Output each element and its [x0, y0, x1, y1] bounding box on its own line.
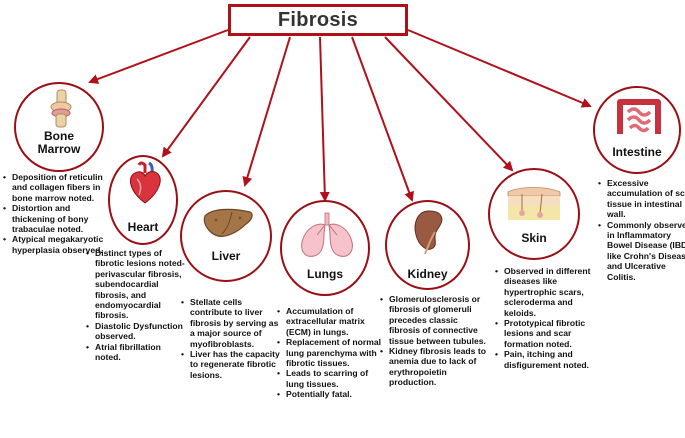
- skin-label: Skin: [521, 231, 547, 245]
- arrow-to-skin: [384, 36, 514, 172]
- intestine-circle: Intestine: [593, 86, 681, 174]
- bone-marrow-label-line-2: Marrow: [37, 142, 81, 156]
- skin-notes: Observed in different diseases like hype…: [495, 266, 596, 370]
- heart-note: Diastolic Dysfunction observed.: [86, 321, 187, 342]
- arrow-to-lungs: [319, 36, 330, 202]
- lungs-note: Leads to scarring of lung tissues.: [277, 368, 386, 389]
- arrow-to-bone-marrow: [88, 29, 229, 84]
- heart-label: Heart: [127, 220, 159, 234]
- bone-marrow-label-line-1: Bone: [44, 129, 74, 143]
- heart-icon: [129, 161, 161, 204]
- liver-note: Stellate cells contribute to liver fibro…: [181, 297, 282, 349]
- skin-layers-icon: [507, 187, 561, 220]
- bone-marrow-note: Atypical megakaryotic hyperplasia observ…: [3, 234, 104, 255]
- intestine-notes: Excessive accumulation of scar tissue in…: [598, 178, 685, 282]
- arrow-to-heart: [161, 36, 251, 158]
- heart-circle: Heart: [108, 155, 178, 245]
- diagram-title: Fibrosis: [277, 8, 359, 31]
- lungs-note: Potentially fatal.: [277, 389, 386, 400]
- arrow-to-liver: [242, 36, 291, 187]
- intestine-label: Intestine: [612, 145, 662, 159]
- bone-marrow-note: Distortion and thickening of bony trabac…: [3, 203, 104, 234]
- skin-note: Pain, itching and disfigurement noted.: [495, 349, 596, 370]
- lungs-notes: Accumulation of extracellular matrix (EC…: [277, 306, 386, 400]
- heart-note: Atrial fibrillation noted.: [86, 342, 187, 363]
- skin-note: Observed in different diseases like hype…: [495, 266, 596, 318]
- arrow-to-kidney: [351, 36, 414, 202]
- intestine-note: Commonly observed in Inflammatory Bowel …: [598, 220, 685, 282]
- bone-marrow-circle: Bone Marrow: [14, 82, 104, 172]
- liver-icon: [203, 208, 253, 237]
- lungs-note: Accumulation of extracellular matrix (EC…: [277, 306, 386, 337]
- heart-note: Distinct types of fibrotic lesions noted…: [86, 248, 187, 321]
- bone-joint-icon: [50, 89, 72, 128]
- bone-marrow-notes: Deposition of reticulin and collagen fib…: [3, 172, 104, 255]
- kidney-note: Kidney fibrosis leads to anemia due to l…: [380, 346, 489, 388]
- kidney-label: Kidney: [407, 267, 448, 281]
- heart-notes: Distinct types of fibrotic lesions noted…: [86, 248, 187, 362]
- lungs-circle: Lungs: [280, 200, 370, 296]
- intestine-note: Excessive accumulation of scar tissue in…: [598, 178, 685, 220]
- lungs-label: Lungs: [307, 267, 343, 281]
- kidney-note: Glomerulosclerosis or fibrosis of glomer…: [380, 294, 489, 346]
- kidney-circle: Kidney: [385, 200, 470, 290]
- intestine-icon: [617, 99, 661, 134]
- liver-label: Liver: [211, 249, 241, 263]
- lungs-note: Replacement of normal lung parenchyma wi…: [277, 337, 386, 368]
- kidney-icon: [414, 210, 443, 254]
- arrow-to-intestine: [407, 29, 592, 108]
- lungs-icon: [301, 212, 353, 257]
- skin-note: Prototypical fibrotic lesions and scar f…: [495, 318, 596, 349]
- liver-circle: Liver: [180, 190, 272, 282]
- liver-notes: Stellate cells contribute to liver fibro…: [181, 297, 282, 380]
- kidney-notes: Glomerulosclerosis or fibrosis of glomer…: [380, 294, 489, 388]
- liver-note: Liver has the capacity to regenerate fib…: [181, 349, 282, 380]
- skin-circle: Skin: [488, 168, 580, 260]
- bone-marrow-note: Deposition of reticulin and collagen fib…: [3, 172, 104, 203]
- title-box: Fibrosis: [228, 4, 408, 36]
